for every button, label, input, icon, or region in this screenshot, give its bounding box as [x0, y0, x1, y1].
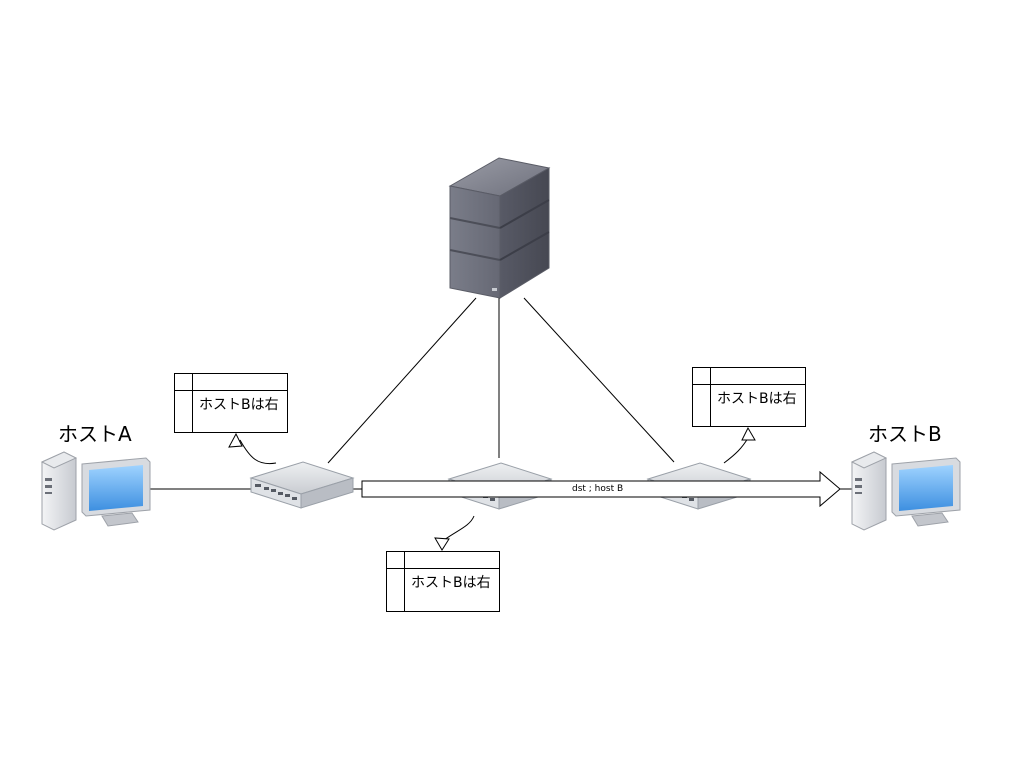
- link-switch1-server: [327, 297, 477, 464]
- switch-icon: [250, 461, 354, 509]
- pc-icon-host-a: [41, 451, 151, 531]
- forwarding-table-entry: ホストBは右: [199, 397, 279, 413]
- forwarding-table-left: ホストBは右: [174, 373, 288, 433]
- callout-line-left: [239, 439, 277, 465]
- forwarding-table-entry: ホストBは右: [411, 575, 491, 591]
- callout-arrowhead-left: [228, 432, 243, 448]
- callout-arrowhead-right: [741, 426, 756, 441]
- flow-arrow: [361, 470, 841, 508]
- callout-line-right: [723, 437, 749, 464]
- server-icon: [448, 157, 551, 299]
- callout-line-center: [443, 515, 475, 541]
- host-a-label: ホストA: [58, 422, 132, 446]
- flow-arrow-label: dst ; host B: [572, 484, 624, 494]
- link-switch3-server: [523, 297, 675, 463]
- callout-arrowhead-center: [434, 537, 450, 551]
- pc-icon-host-b: [851, 451, 961, 531]
- host-b-label: ホストB: [868, 422, 942, 446]
- forwarding-table-center: ホストBは右: [386, 551, 500, 612]
- forwarding-table-right: ホストBは右: [692, 367, 806, 427]
- forwarding-table-entry: ホストBは右: [717, 391, 797, 407]
